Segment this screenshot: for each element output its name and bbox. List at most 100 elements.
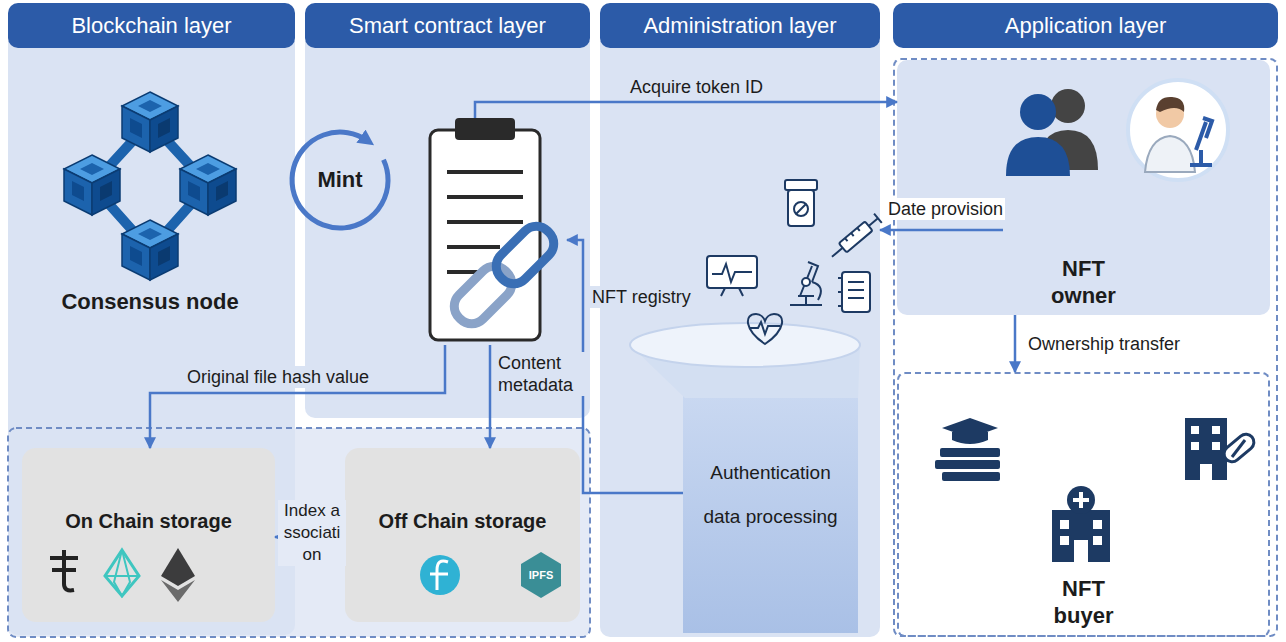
buyer-icons bbox=[1212, 442, 1220, 450]
buyer-icons bbox=[1232, 440, 1245, 457]
buyer-icons bbox=[1093, 536, 1102, 545]
funnel-box: Authentication data processing bbox=[683, 395, 858, 633]
buyer-icons bbox=[1191, 426, 1199, 434]
scientist-icon bbox=[1145, 136, 1195, 172]
medical-icons bbox=[750, 322, 780, 334]
buyer-icons bbox=[942, 472, 1000, 481]
medical-icons bbox=[712, 264, 752, 296]
buyer-icons bbox=[1221, 431, 1257, 465]
funnel bbox=[630, 323, 860, 398]
buyer-icons bbox=[1093, 520, 1102, 529]
on-chain-logos bbox=[105, 550, 139, 596]
edge-label: Original file hash value bbox=[185, 366, 371, 388]
off-chain-logos bbox=[521, 552, 561, 598]
medical-icons bbox=[828, 214, 882, 262]
medical-icons bbox=[828, 214, 882, 262]
node-label: NFT owner bbox=[1042, 255, 1126, 309]
buyer-icons bbox=[1060, 520, 1069, 529]
layer-title: Administration layer bbox=[643, 13, 836, 39]
connector-arrow bbox=[880, 229, 1003, 232]
buyer-icons bbox=[1200, 464, 1212, 480]
mint-cycle bbox=[292, 132, 388, 228]
cycle-label: Mint bbox=[317, 167, 362, 193]
owner-people bbox=[1006, 89, 1098, 176]
on-chain-logos bbox=[161, 580, 195, 602]
smart-contract-icon bbox=[448, 260, 519, 331]
storage-box: Off Chain storage bbox=[345, 448, 580, 622]
medical-icons bbox=[839, 221, 873, 252]
buyer-icons bbox=[1074, 540, 1088, 562]
buyer-icons bbox=[935, 460, 1000, 469]
buyer-icons bbox=[1052, 510, 1110, 562]
storage-box: On Chain storage bbox=[22, 448, 275, 622]
connector-arrow bbox=[489, 345, 492, 448]
node-label: On Chain storage bbox=[65, 510, 232, 533]
layer-title: Blockchain layer bbox=[71, 13, 231, 39]
mint-cycle bbox=[292, 132, 388, 228]
scientist-icon bbox=[1190, 118, 1212, 165]
connector-arrow bbox=[1014, 315, 1017, 372]
owner-people bbox=[1006, 137, 1070, 176]
buyer-icons bbox=[940, 448, 1000, 457]
buyer-icons bbox=[1191, 442, 1199, 450]
connector-arrow bbox=[275, 536, 345, 539]
storage-outline bbox=[8, 428, 590, 637]
layer-header: Application layer bbox=[893, 3, 1278, 48]
node-caption: Consensus node bbox=[61, 289, 238, 315]
logo-text: IPFS bbox=[529, 569, 553, 581]
medical-icons bbox=[796, 204, 806, 214]
scientist-icon bbox=[1156, 97, 1184, 112]
blockchain-cubes bbox=[180, 155, 236, 215]
medical-icons bbox=[838, 278, 864, 306]
edge-label: Ownership transfer bbox=[1026, 333, 1182, 355]
smart-contract-icon bbox=[455, 118, 515, 140]
owner-people bbox=[1020, 94, 1056, 130]
layer-header: Administration layer bbox=[600, 3, 880, 48]
node-label: NFT buyer bbox=[1042, 575, 1126, 629]
owner-people bbox=[1051, 89, 1085, 123]
node-label: Authentication data processing bbox=[696, 451, 846, 539]
edge-label: Content metadata bbox=[496, 352, 586, 396]
layer-title: Smart contract layer bbox=[349, 13, 546, 39]
scientist-icon bbox=[1128, 80, 1228, 180]
on-chain-logos bbox=[50, 550, 78, 590]
edge-label: Date provision bbox=[886, 198, 1005, 220]
blockchain-cubes bbox=[122, 92, 178, 152]
storage-ground bbox=[8, 428, 590, 637]
layer-header: Blockchain layer bbox=[8, 3, 295, 48]
medical-icons bbox=[842, 272, 870, 312]
on-chain-logos bbox=[105, 550, 139, 596]
on-chain-logos bbox=[161, 548, 195, 586]
smart-contract-icon bbox=[490, 220, 561, 291]
off-chain-logos bbox=[420, 552, 561, 598]
medical-icons bbox=[790, 262, 822, 305]
medical-icons bbox=[785, 180, 817, 190]
smart-contract-icon bbox=[447, 172, 523, 272]
funnel bbox=[630, 323, 860, 367]
blockchain-cubes bbox=[122, 220, 178, 280]
connector-arrow bbox=[475, 102, 897, 118]
on-chain-logos bbox=[50, 548, 195, 602]
scientist-icon bbox=[1128, 80, 1228, 180]
medical-icons bbox=[802, 278, 810, 286]
off-chain-logos bbox=[430, 561, 448, 590]
buyer-icons bbox=[1060, 536, 1069, 545]
blockchain-cubes bbox=[64, 155, 120, 215]
buyer-icons bbox=[935, 418, 1257, 562]
buyer-icons bbox=[952, 432, 988, 444]
connector-arrow bbox=[567, 240, 683, 493]
medical-icons bbox=[788, 190, 814, 226]
layer-title: Application layer bbox=[1005, 13, 1166, 39]
blockchain-cubes bbox=[64, 92, 236, 280]
layer-header: Smart contract layer bbox=[305, 3, 590, 48]
buyer-icons bbox=[1073, 492, 1089, 508]
node-label: Off Chain storage bbox=[379, 510, 547, 533]
edge-label: NFT registry bbox=[590, 286, 693, 308]
medical-icons bbox=[748, 314, 782, 344]
connector-arrow bbox=[150, 345, 445, 448]
smart-contract-icon bbox=[430, 118, 560, 340]
buyer-icons bbox=[1067, 486, 1095, 514]
edge-label: Acquire token ID bbox=[628, 76, 765, 98]
off-chain-logos bbox=[420, 555, 460, 595]
buyer-icons bbox=[1185, 418, 1227, 480]
